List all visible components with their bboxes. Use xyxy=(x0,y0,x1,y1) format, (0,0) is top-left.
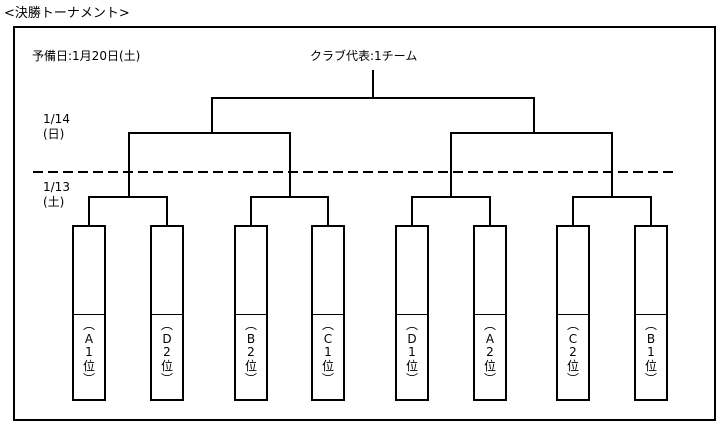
round-day: (日) xyxy=(43,127,65,141)
slot-divider xyxy=(74,314,104,315)
semifinal-bracket-right xyxy=(450,132,613,197)
slot-divider xyxy=(313,314,343,315)
round-date-final: 1/14 (日) xyxy=(43,112,70,142)
semifinal-bracket-left xyxy=(128,132,291,197)
tournament-frame xyxy=(13,26,716,421)
slot-divider xyxy=(558,314,588,315)
reserve-day-label: 予備日:1月20日(土) xyxy=(32,49,141,63)
quarterfinal-bracket-2 xyxy=(250,196,329,226)
slot-divider xyxy=(236,314,266,315)
round-date-first: 1/13 (土) xyxy=(43,180,70,210)
round-date: 1/14 xyxy=(43,112,70,126)
round-date: 1/13 xyxy=(43,180,70,194)
section-heading: <決勝トーナメント> xyxy=(4,6,130,21)
round-day: (土) xyxy=(43,195,65,209)
final-bracket xyxy=(211,97,535,133)
slot-divider xyxy=(636,314,666,315)
slot-divider xyxy=(152,314,182,315)
quarterfinal-bracket-4 xyxy=(572,196,652,226)
quarterfinal-bracket-3 xyxy=(411,196,491,226)
slot-divider xyxy=(475,314,505,315)
club-representative-label: クラブ代表:1チーム xyxy=(310,49,418,63)
quarterfinal-bracket-1 xyxy=(88,196,168,226)
slot-divider xyxy=(397,314,427,315)
